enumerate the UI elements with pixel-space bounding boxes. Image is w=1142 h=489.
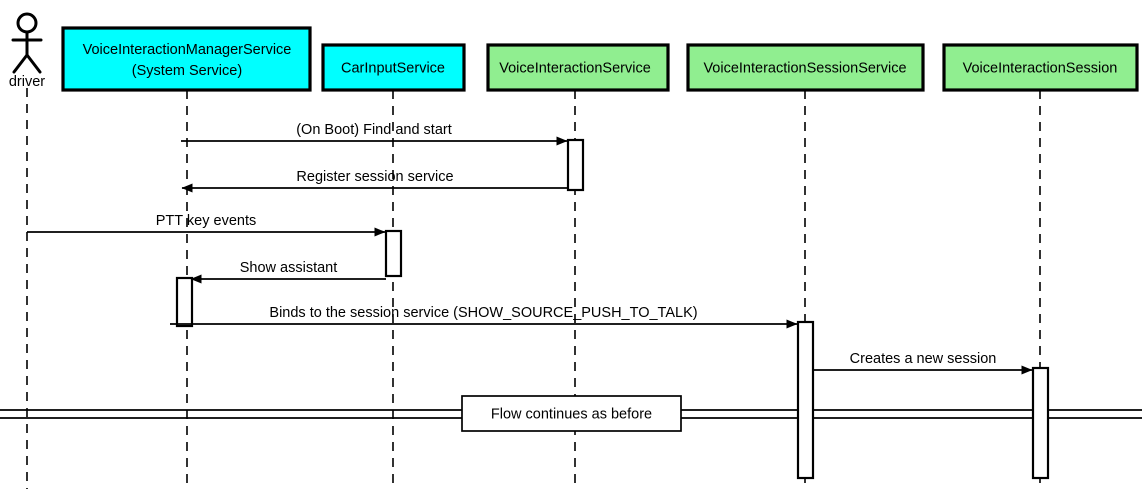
participant-vis[interactable]: VoiceInteractionService: [486, 43, 670, 92]
participant-label-vims: VoiceInteractionManagerService: [83, 42, 292, 58]
divider-box-rect: [461, 395, 682, 432]
message-m4: Show assistant: [190, 260, 386, 284]
message-m6: Creates a new session: [814, 351, 1033, 375]
activation-bar-vims: [175, 276, 194, 328]
participant-box-carinput[interactable]: [321, 43, 466, 92]
message-m1: (On Boot) Find and start: [181, 122, 568, 146]
message-label-m6: Creates a new session: [850, 351, 997, 367]
message-label-m1: (On Boot) Find and start: [296, 122, 452, 138]
activation-bar-vis: [566, 138, 585, 192]
divider-label-text: Flow continues as before: [491, 407, 652, 423]
actor-leg-left-icon: [12, 53, 29, 74]
participant-vims[interactable]: VoiceInteractionManagerService (System Se…: [61, 26, 312, 92]
participant-viss[interactable]: VoiceInteractionSessionService: [686, 43, 925, 92]
participant-label-carinput: CarInputService: [341, 60, 445, 76]
participant-label-vis: VoiceInteractionService: [499, 60, 651, 76]
participant-sublabel-vims: (System Service): [132, 63, 242, 79]
actor-driver[interactable]: driver: [9, 12, 45, 90]
participant-box-visession[interactable]: [942, 43, 1139, 92]
participant-box-viss[interactable]: [686, 43, 925, 92]
message-label-m5: Binds to the session service (SHOW_SOURC…: [269, 305, 697, 321]
activation-bar-visession: [1031, 366, 1050, 480]
divider-label-box: Flow continues as before: [461, 395, 682, 432]
message-label-m4: Show assistant: [240, 260, 338, 276]
actor-label-driver: driver: [9, 74, 45, 90]
message-m2: Register session service: [181, 169, 568, 193]
message-label-m2: Register session service: [296, 169, 453, 185]
participant-boxes-layer: VoiceInteractionManagerService (System Se…: [61, 26, 1139, 92]
participant-visession[interactable]: VoiceInteractionSession: [942, 43, 1139, 92]
activation-bar-viss: [796, 320, 815, 480]
participant-label-visession: VoiceInteractionSession: [963, 60, 1118, 76]
activations-layer: [175, 138, 1050, 480]
message-m3: PTT key events: [27, 213, 386, 237]
actor-head-icon: [16, 12, 38, 34]
flow-divider: Flow continues as before: [461, 395, 682, 432]
message-label-m3: PTT key events: [156, 213, 256, 229]
participant-label-viss: VoiceInteractionSessionService: [703, 60, 906, 76]
participant-box-vis[interactable]: [486, 43, 670, 92]
participant-box-vims[interactable]: [61, 26, 312, 92]
actor-leg-right-icon: [25, 53, 42, 74]
activation-bar-carinput: [384, 229, 403, 278]
message-m5: Binds to the session service (SHOW_SOURC…: [170, 305, 798, 329]
participant-carinput[interactable]: CarInputService: [321, 43, 466, 92]
